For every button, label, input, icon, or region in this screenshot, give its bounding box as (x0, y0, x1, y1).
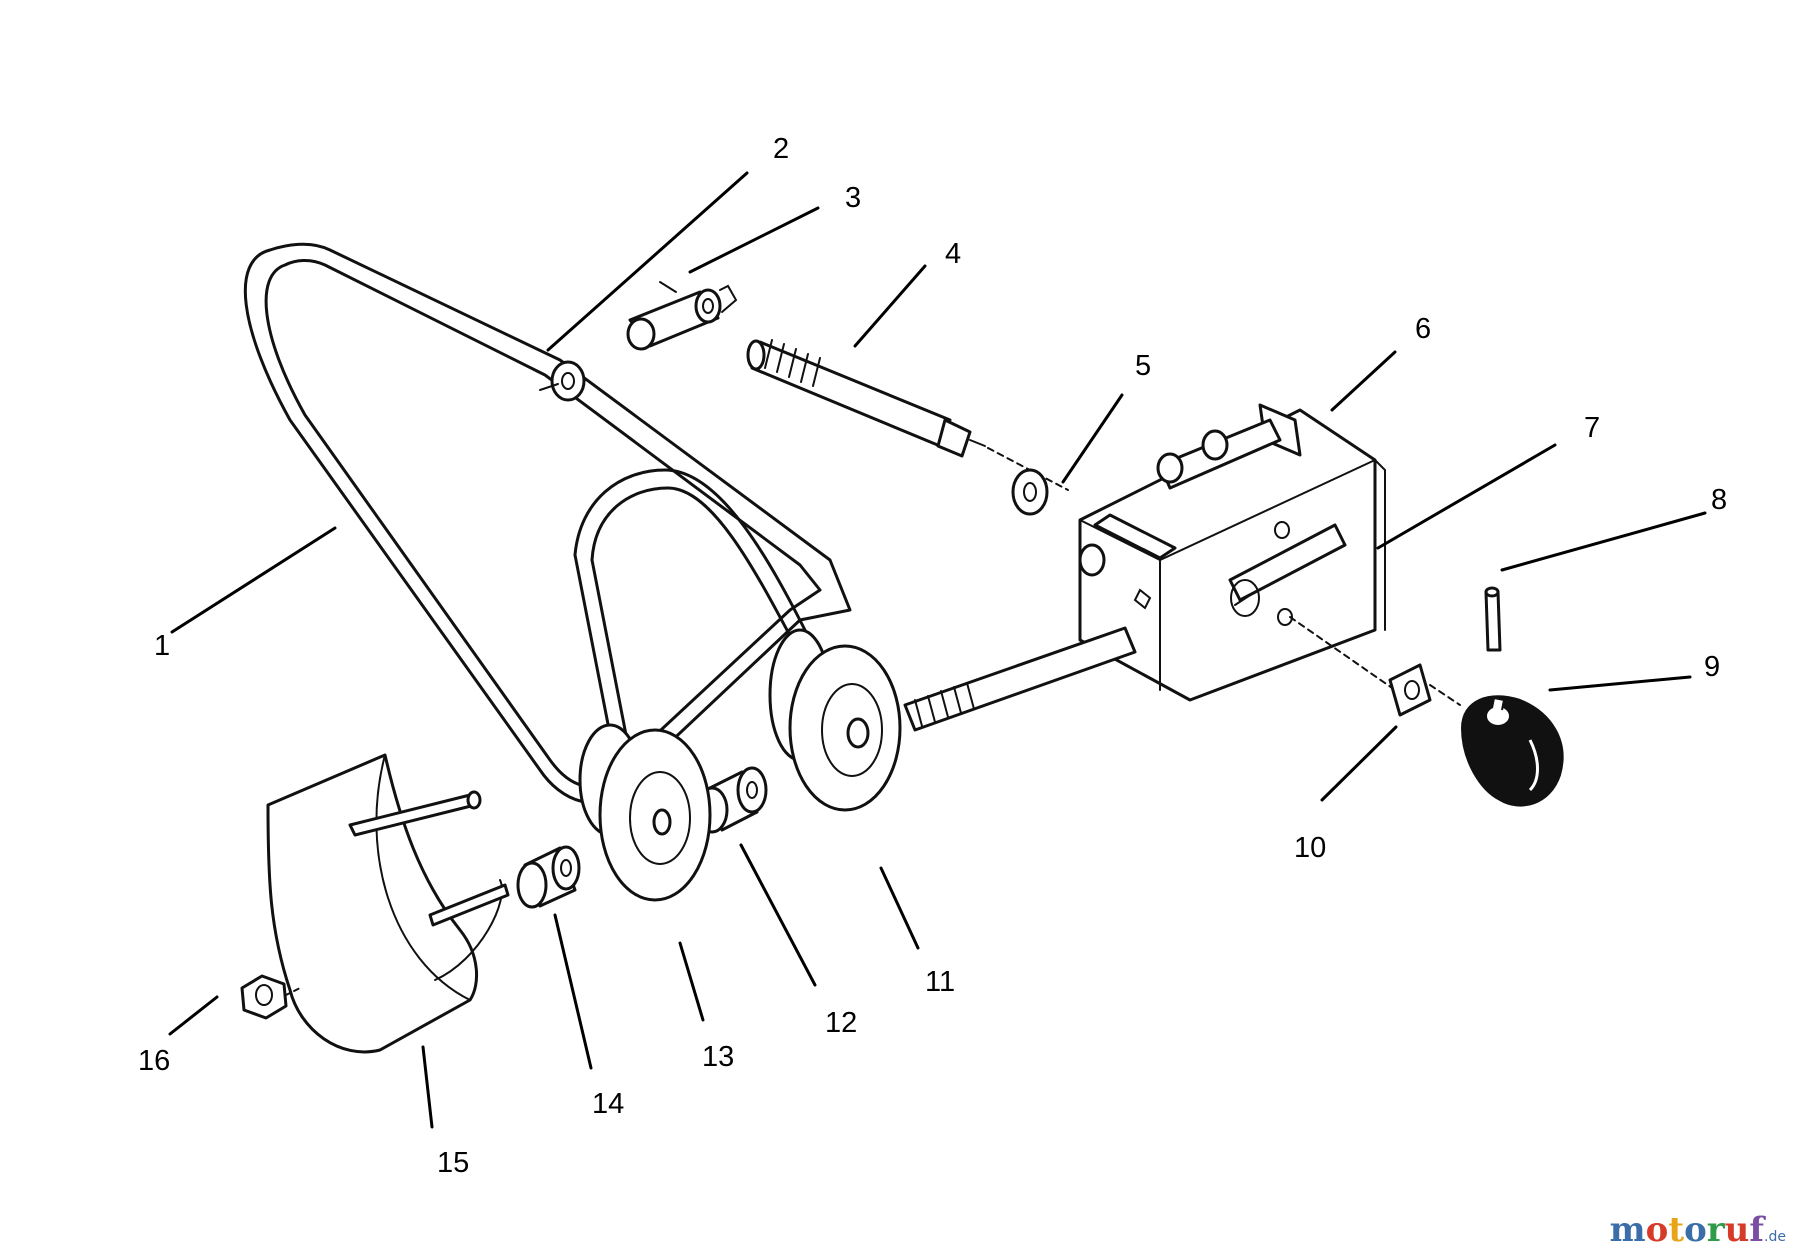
adjusting-bolt (903, 616, 1396, 732)
hex-nut (240, 974, 301, 1020)
bushing (516, 845, 581, 909)
threaded-rod (746, 339, 1069, 491)
leader-9 (1548, 675, 1692, 692)
small-pulley (578, 723, 712, 902)
watermark-letter: t (1668, 1210, 1685, 1250)
leader-10 (1320, 725, 1398, 802)
callout-1: 1 (154, 630, 170, 662)
leader-3 (688, 206, 820, 274)
callout-13: 13 (702, 1041, 734, 1073)
washer (1011, 468, 1049, 516)
leader-1 (170, 526, 337, 634)
v-belt (243, 242, 852, 804)
callout-5: 5 (1135, 350, 1151, 382)
watermark-letter: o (1684, 1210, 1707, 1250)
leader-lines (168, 171, 1707, 1129)
callout-12: 12 (825, 1007, 857, 1039)
callout-3: 3 (845, 182, 861, 214)
callout-14: 14 (592, 1088, 624, 1120)
pivot-ferrule (626, 281, 738, 351)
leader-6 (1330, 350, 1397, 412)
callout-8: 8 (1711, 484, 1727, 516)
watermark-letter: f (1749, 1210, 1765, 1250)
leader-12 (739, 843, 817, 987)
leader-16 (168, 995, 219, 1036)
callout-labels: 1 2 3 4 5 6 7 8 9 10 11 12 13 14 15 16 (138, 133, 1727, 1179)
callout-16: 16 (138, 1045, 170, 1077)
leader-14 (553, 913, 593, 1070)
callout-2: 2 (773, 133, 789, 165)
callout-15: 15 (437, 1147, 469, 1179)
callout-9: 9 (1704, 651, 1720, 683)
callout-11: 11 (925, 966, 955, 998)
watermark-letter: o (1645, 1210, 1669, 1250)
callout-10: 10 (1294, 832, 1326, 864)
callout-6: 6 (1415, 313, 1431, 345)
lock-nut (1388, 663, 1461, 717)
watermark-tld: .de (1764, 1229, 1786, 1245)
leader-11 (879, 866, 920, 950)
tensioner-housing (1078, 403, 1386, 702)
retaining-ring (539, 360, 586, 402)
watermark-letter: m (1609, 1210, 1646, 1250)
roll-pin (1484, 586, 1502, 652)
leader-15 (421, 1045, 434, 1129)
secondary-belt (573, 468, 837, 762)
leader-5 (1061, 393, 1124, 484)
callout-7: 7 (1584, 412, 1600, 444)
watermark-letter: r (1706, 1210, 1725, 1250)
leader-8 (1500, 511, 1707, 572)
belt-guard (266, 753, 510, 1054)
large-pulley (768, 628, 902, 812)
leader-7 (1376, 443, 1557, 550)
watermark-letter: u (1724, 1210, 1750, 1250)
watermark-logo: motoruf.de (1610, 1210, 1786, 1250)
leader-2 (546, 171, 749, 352)
leader-4 (853, 264, 927, 348)
adjusting-knob (1460, 695, 1564, 807)
callout-4: 4 (945, 238, 961, 270)
leader-13 (678, 941, 705, 1022)
